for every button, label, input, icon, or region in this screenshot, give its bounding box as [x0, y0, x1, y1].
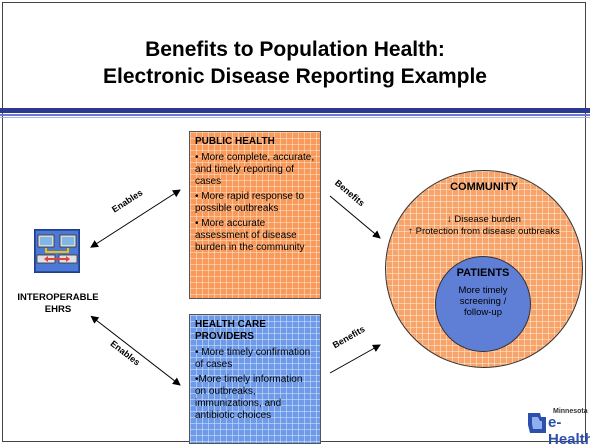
logo-text-big: e-Health [548, 414, 590, 444]
community-line-2: ↑ Protection from disease outbreaks [408, 226, 560, 237]
title-rule [0, 108, 590, 113]
providers-box: HEALTH CARE PROVIDERS • More timely conf… [189, 314, 321, 444]
patients-circle [435, 256, 531, 352]
providers-item: • More timely confirmation of cases [195, 347, 311, 370]
logo-text-small: Minnesota [553, 408, 588, 415]
title-line-1: Benefits to Population Health: [145, 38, 445, 61]
title-line-2: Electronic Disease Reporting Example [103, 65, 487, 88]
public-health-box: PUBLIC HEALTH • More complete, accurate,… [189, 131, 321, 299]
arrow-providers-to-community [329, 344, 381, 374]
networked-computers-icon [34, 229, 80, 273]
ehr-label-line-2: EHRS [44, 304, 72, 315]
community-line-1: ↓ Disease burden [447, 214, 521, 225]
slide-title: Benefits to Population Health: Electroni… [0, 36, 590, 90]
providers-title: HEALTH CARE PROVIDERS [195, 319, 266, 342]
public-health-item: • More rapid response to possible outbre… [195, 191, 305, 214]
minnesota-ehealth-logo-icon [528, 413, 546, 433]
ehr-label: INTEROPERABLE EHRS [0, 292, 116, 316]
title-rule-2 [0, 114, 590, 116]
arrow-ehr-to-public-health [90, 189, 181, 248]
arrow-ehr-to-providers [90, 315, 181, 386]
ehr-label-line-1: INTEROPERABLE [17, 292, 99, 303]
patients-text: More timely screening / follow-up [458, 285, 508, 318]
patients-title: PATIENTS [456, 267, 510, 279]
providers-item: •More timely information on outbreaks, i… [195, 374, 303, 421]
public-health-title: PUBLIC HEALTH [195, 136, 275, 147]
community-title: COMMUNITY [450, 181, 518, 193]
title-rule-3 [0, 117, 590, 118]
public-health-item: • More complete, accurate, and timely re… [195, 152, 315, 187]
public-health-item: • More accurate assessment of disease bu… [195, 218, 305, 253]
arrow-public-health-to-community [329, 195, 381, 239]
